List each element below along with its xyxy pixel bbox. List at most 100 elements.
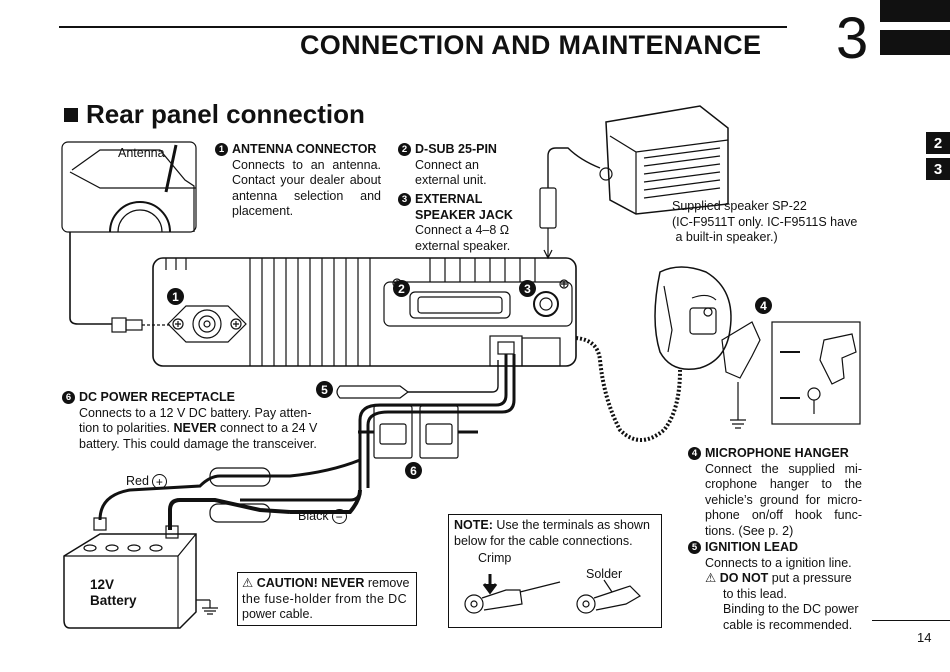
dc-power-body-2: tion to polarities. bbox=[79, 421, 174, 435]
caution-box: ⚠ CAUTION! NEVER remove the fuse-holder … bbox=[237, 572, 417, 626]
item-number-1: 1 bbox=[215, 143, 228, 157]
chapter-title: CONNECTION AND MAINTENANCE bbox=[300, 30, 762, 60]
car-inset-box bbox=[61, 141, 197, 233]
ext-speaker-title-2: SPEAKER JACK bbox=[415, 207, 513, 222]
antenna-label: Antenna bbox=[118, 146, 165, 160]
dsub-body-2: external unit. bbox=[415, 173, 487, 187]
header-rule bbox=[59, 26, 787, 28]
antenna-connector-body: Connects to an antenna. Contact your dea… bbox=[232, 157, 381, 219]
battery-label-2: Battery bbox=[90, 593, 137, 608]
dsub-connector bbox=[409, 291, 511, 319]
item-number-6: 6 bbox=[62, 391, 75, 405]
callout-1: 1 bbox=[167, 288, 184, 305]
solder-label: Solder bbox=[586, 567, 623, 581]
dc-power-body-4: battery. This could damage the transceiv… bbox=[79, 436, 317, 451]
mic-hanger-body-2: crophone hanger to the bbox=[705, 477, 862, 491]
section-title: Rear panel connection bbox=[64, 99, 365, 130]
chapter-tab-bar-top bbox=[880, 0, 950, 22]
dsub-title: D-SUB 25-PIN bbox=[415, 142, 497, 156]
ignition-warn-bold: DO NOT bbox=[719, 571, 769, 585]
mic-hanger-body-4: phone on/off hook func- bbox=[705, 508, 862, 522]
speaker-caption-2: (IC-F9511T only. IC-F9511S have bbox=[672, 214, 858, 229]
battery-label-1: 12V bbox=[90, 577, 115, 592]
callout-3: 3 bbox=[519, 280, 536, 297]
ignition-warn-2: to this lead. bbox=[723, 586, 787, 601]
red-lead-label: Red + bbox=[126, 474, 167, 490]
callout-2: 2 bbox=[393, 280, 410, 297]
item-number-3: 3 bbox=[398, 193, 411, 207]
note-text-1: Use the terminals as shown bbox=[492, 518, 650, 532]
ext-speaker-body-2: external speaker. bbox=[415, 238, 511, 253]
side-tab-3[interactable]: 3 bbox=[926, 158, 950, 180]
item-number-5: 5 bbox=[688, 541, 701, 555]
side-tab-2[interactable]: 2 bbox=[926, 132, 950, 154]
microphone-icon bbox=[654, 266, 732, 370]
footer-rule bbox=[872, 620, 950, 621]
dc-power-body-3: connect to a 24 V bbox=[216, 421, 318, 435]
dc-power-desc: 6 DC POWER RECEPTACLE Connects to a 12 V … bbox=[62, 390, 332, 452]
caution-bold: CAUTION! NEVER bbox=[256, 576, 365, 590]
ignition-lead-connector bbox=[336, 385, 409, 399]
transceiver-rear-panel bbox=[152, 257, 577, 367]
chapter-number: 3 bbox=[836, 6, 869, 71]
callout-6: 6 bbox=[405, 462, 422, 479]
black-label-text: Black bbox=[298, 509, 329, 523]
caution-text-1: remove bbox=[364, 576, 410, 590]
page-number: 14 bbox=[917, 630, 932, 645]
caution-text-2: the fuse-holder from the DC bbox=[242, 591, 408, 606]
battery-label: 12V Battery bbox=[90, 577, 137, 609]
mic-hanger-body-3: vehicle’s ground for micro- bbox=[705, 492, 862, 507]
mic-hanger-icon bbox=[721, 321, 761, 379]
note-label: NOTE: bbox=[454, 518, 493, 532]
caution-icon: ⚠ bbox=[242, 576, 254, 590]
item-number-4: 4 bbox=[688, 447, 701, 461]
mic-hanger-body-1: Connect the supplied mi- bbox=[705, 461, 862, 476]
battery-icon bbox=[63, 533, 197, 629]
ext-speaker-desc: 3 EXTERNAL SPEAKER JACK Connect a 4–8 Ω e… bbox=[398, 192, 538, 254]
caution-text-3: power cable. bbox=[242, 607, 313, 621]
speaker-caption-1: Supplied speaker SP-22 bbox=[672, 199, 807, 213]
antenna-connector-title: ANTENNA CONNECTOR bbox=[232, 142, 377, 156]
item-number-2: 2 bbox=[398, 143, 411, 157]
car-outline-icon bbox=[71, 149, 195, 232]
chapter-tab-bar-bottom bbox=[880, 30, 950, 55]
fuse-holder-bottom bbox=[209, 503, 271, 523]
black-lead-label: Black − bbox=[298, 509, 347, 525]
speaker-caption-3: a built-in speaker.) bbox=[672, 230, 778, 244]
antenna-icon bbox=[164, 144, 178, 193]
section-bullet-icon bbox=[64, 107, 78, 122]
ext-speaker-body-1: Connect a 4–8 Ω bbox=[415, 223, 510, 237]
plus-icon: + bbox=[151, 474, 167, 490]
dc-power-body-1: Connects to a 12 V DC battery. Pay atten… bbox=[79, 405, 312, 420]
note-box: NOTE: Use the terminals as shown below f… bbox=[448, 514, 662, 628]
mic-hanger-detail-box bbox=[771, 321, 861, 425]
warning-icon: ⚠ bbox=[705, 571, 720, 585]
ignition-warn-4: cable is recommended. bbox=[723, 617, 853, 632]
fuse-holder-top bbox=[209, 467, 271, 487]
antenna-connector-desc: 1 ANTENNA CONNECTOR Connects to an antenn… bbox=[215, 142, 381, 220]
mic-hanger-title: MICROPHONE HANGER bbox=[705, 446, 849, 460]
dsub-body-1: Connect an bbox=[415, 157, 479, 172]
ignition-desc: 5 IGNITION LEAD Connects to a ignition li… bbox=[688, 540, 868, 633]
ignition-warn-3: Binding to the DC power bbox=[723, 602, 859, 616]
minus-icon: − bbox=[331, 509, 347, 525]
speaker-jack bbox=[533, 291, 559, 317]
ignition-warn-1: put a pressure bbox=[768, 571, 852, 585]
dsub-desc: 2 D-SUB 25-PIN Connect an external unit. bbox=[398, 142, 528, 189]
solder-terminal-icon bbox=[576, 594, 596, 614]
red-label-text: Red bbox=[126, 474, 149, 488]
ignition-body: Connects to a ignition line. bbox=[705, 555, 852, 570]
external-speaker-icon bbox=[605, 105, 729, 215]
antenna-connector-plate bbox=[167, 305, 247, 343]
mic-hanger-body-5: tions. (See p. 2) bbox=[705, 523, 794, 538]
note-text-2: below for the cable connections. bbox=[454, 533, 633, 548]
dc-power-title: DC POWER RECEPTACLE bbox=[79, 390, 236, 404]
ext-speaker-title-1: EXTERNAL bbox=[415, 192, 483, 206]
callout-4: 4 bbox=[755, 297, 772, 314]
crimp-label: Crimp bbox=[478, 551, 512, 565]
mic-hanger-desc: 4 MICROPHONE HANGER Connect the supplied … bbox=[688, 446, 862, 539]
callout-5: 5 bbox=[316, 381, 333, 398]
ignition-title: IGNITION LEAD bbox=[705, 540, 799, 554]
dc-power-never: NEVER bbox=[173, 421, 217, 435]
